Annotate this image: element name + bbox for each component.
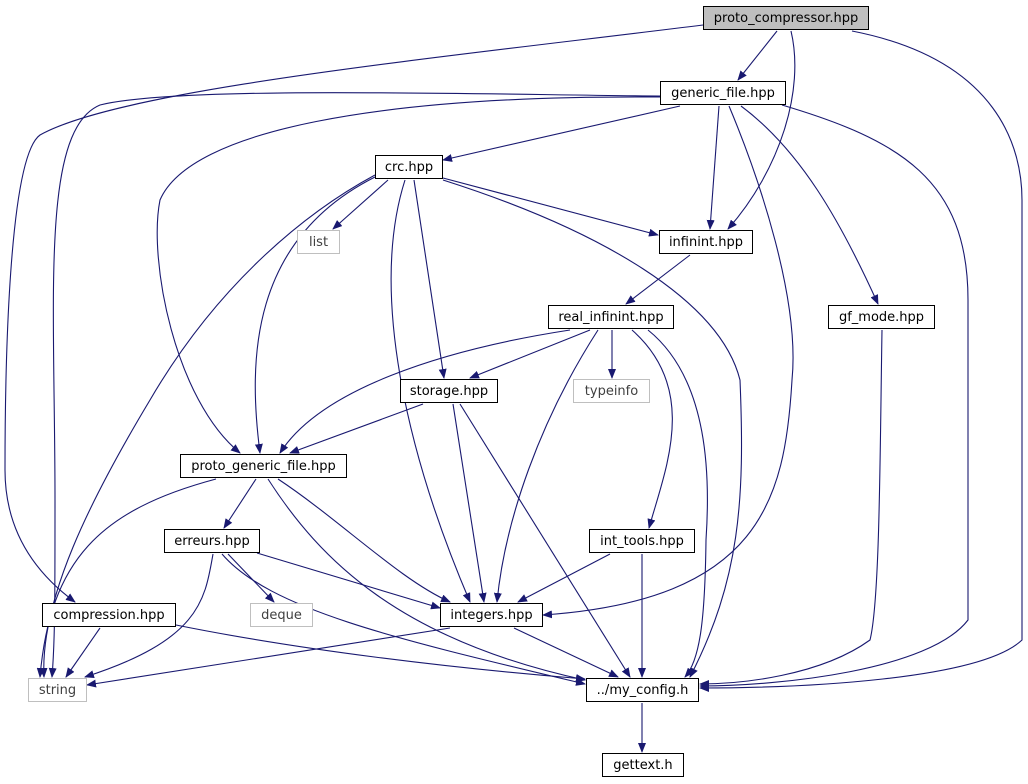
edge-integers-to-string (86, 627, 451, 688)
edge-crc-to-storage (413, 179, 447, 379)
node-crc[interactable]: crc.hpp (375, 155, 443, 179)
edge-crc-to-integers (390, 179, 471, 603)
edge-erreurs-to-string (84, 553, 214, 679)
edge-generic-file-to-integers (542, 105, 794, 619)
node-string: string (28, 678, 87, 702)
edge-proto-generic-file-to-erreurs (223, 478, 257, 529)
node-integers[interactable]: integers.hpp (440, 603, 543, 627)
edge-real-infinint-to-int-tools (631, 329, 673, 529)
node-gf-mode[interactable]: gf_mode.hpp (828, 305, 935, 329)
edge-storage-to-proto-generic-file (289, 403, 424, 454)
edge-crc-to-my-config (442, 179, 743, 678)
edge-erreurs-to-deque (227, 553, 275, 603)
node-deque: deque (250, 603, 313, 627)
node-my-config[interactable]: ../my_config.h (586, 678, 699, 702)
edge-proto-compressor-to-infinint (727, 30, 796, 230)
edge-generic-file-to-proto-generic-file (156, 96, 661, 454)
edge-gf-mode-to-my-config (699, 329, 883, 688)
edge-generic-file-to-string (48, 92, 661, 678)
node-generic-file[interactable]: generic_file.hpp (660, 81, 786, 105)
node-proto-generic-file[interactable]: proto_generic_file.hpp (180, 454, 347, 478)
edge-crc-to-proto-generic-file (254, 176, 376, 454)
edge-generic-file-to-my-config (699, 104, 969, 690)
node-erreurs[interactable]: erreurs.hpp (164, 529, 260, 553)
edge-real-infinint-to-my-config (647, 329, 708, 678)
edge-compression-to-string (65, 627, 101, 678)
edge-generic-file-to-crc (442, 105, 681, 162)
edge-proto-generic-file-to-integers (277, 478, 451, 603)
edge-erreurs-to-integers (256, 552, 441, 610)
edge-real-infinint-to-storage (469, 329, 591, 379)
node-real-infinint[interactable]: real_infinint.hpp (548, 305, 674, 329)
edge-generic-file-to-gf-mode (740, 105, 879, 305)
node-list: list (297, 230, 340, 254)
node-infinint[interactable]: infinint.hpp (659, 230, 753, 254)
edge-real-infinint-to-integers (493, 329, 599, 603)
node-int-tools[interactable]: int_tools.hpp (589, 529, 695, 553)
node-proto-compressor: proto_compressor.hpp (703, 6, 869, 30)
edge-int-tools-to-integers (517, 553, 611, 603)
edge-integers-to-my-config (513, 627, 619, 678)
edge-generic-file-to-infinint (706, 105, 720, 230)
edge-real-infinint-to-proto-generic-file (279, 329, 571, 454)
node-storage[interactable]: storage.hpp (400, 379, 498, 403)
edge-crc-to-list (332, 179, 389, 230)
edge-proto-generic-file-to-string (36, 478, 217, 678)
edge-proto-compressor-to-my-config (699, 30, 1023, 692)
node-gettext[interactable]: gettext.h (602, 753, 684, 777)
node-compression[interactable]: compression.hpp (42, 603, 176, 627)
edge-proto-compressor-to-generic-file (737, 30, 778, 81)
edge-storage-to-my-config (459, 403, 631, 678)
edge-proto-generic-file-to-my-config (267, 478, 586, 683)
edge-storage-to-integers (452, 403, 487, 603)
edge-erreurs-to-my-config (221, 553, 586, 686)
node-typeinfo: typeinfo (573, 379, 650, 403)
edge-infinint-to-real-infinint (625, 254, 691, 305)
edge-proto-compressor-to-compression (4, 24, 704, 603)
edge-compression-to-my-config (175, 624, 586, 683)
edge-crc-to-infinint (442, 177, 659, 237)
edge-crc-to-string (39, 174, 376, 678)
